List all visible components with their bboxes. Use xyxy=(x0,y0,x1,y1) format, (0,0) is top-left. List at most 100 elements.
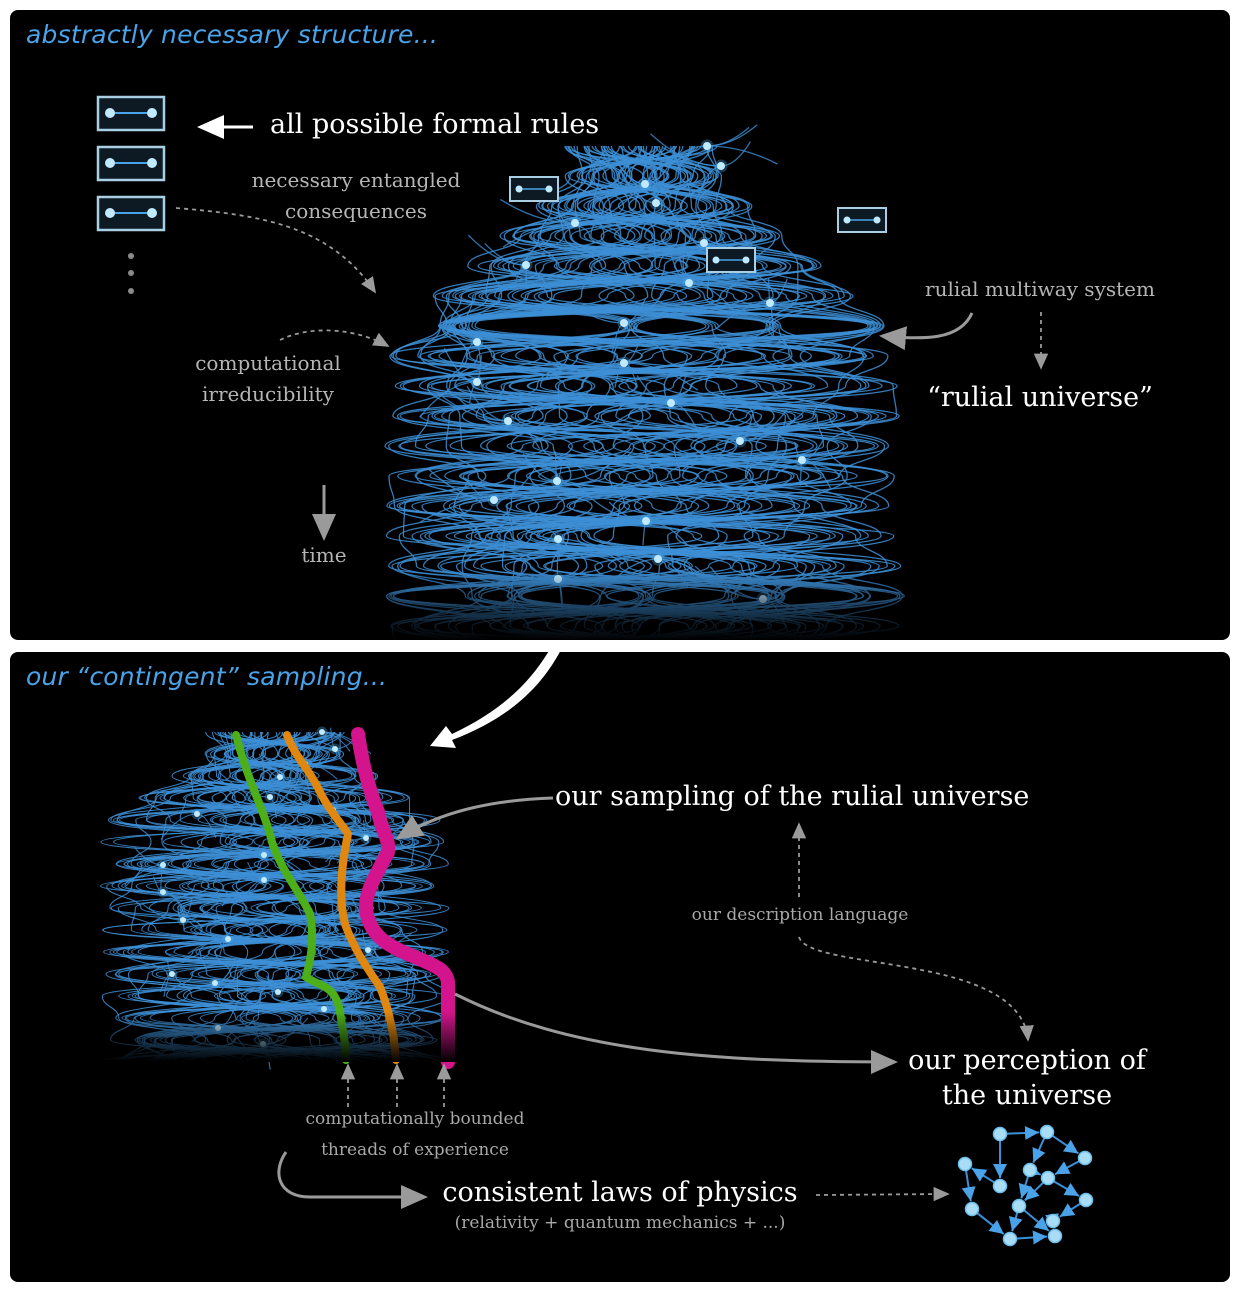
network-node xyxy=(473,338,481,346)
bottom-diagram-svg xyxy=(90,652,1094,1247)
irreducibility-arrow-icon xyxy=(279,329,390,347)
graph-node xyxy=(1078,1192,1094,1208)
graph-edge xyxy=(1054,1159,1081,1176)
graph-edge xyxy=(1015,1230,1048,1245)
graph-node xyxy=(1039,1124,1055,1140)
necessary-structure-panel: abstractly necessary structure... xyxy=(10,10,1230,640)
network-edge xyxy=(467,234,527,266)
network-strand xyxy=(179,731,411,1063)
rulial-universe-label: “rulial universe” xyxy=(927,382,1153,413)
laws-sub-label: (relativity + quantum mechanics + ...) xyxy=(454,1213,786,1233)
entangled-label-line2: consequences xyxy=(285,199,427,223)
graph-node xyxy=(1011,1198,1027,1214)
network-edge xyxy=(427,468,495,501)
ellipsis-dots-icon xyxy=(128,253,134,294)
network-node xyxy=(717,162,725,170)
bottom-panel-heading: our “contingent” sampling... xyxy=(26,662,388,691)
sampling-arrow-icon xyxy=(395,796,554,840)
network-edge xyxy=(436,391,509,422)
network-node xyxy=(553,477,561,485)
graph-edge xyxy=(1022,1209,1050,1232)
graph-edge xyxy=(961,1169,976,1202)
network-strand xyxy=(425,145,882,640)
network-node xyxy=(321,1006,327,1012)
time-label: time xyxy=(301,543,347,567)
graph-node xyxy=(964,1201,980,1217)
network-node xyxy=(504,417,512,425)
network-node xyxy=(798,456,806,464)
graph-edge xyxy=(1052,1180,1080,1197)
network-strand xyxy=(116,731,441,1063)
network-node xyxy=(212,980,218,986)
rule-icon xyxy=(96,145,166,182)
network-edge xyxy=(221,879,265,907)
graph-edge xyxy=(1024,1181,1045,1202)
graph-edge xyxy=(1032,1137,1046,1164)
network-node xyxy=(473,378,481,386)
graph-icon xyxy=(957,1124,1094,1247)
network-edge xyxy=(623,362,699,391)
graph-node xyxy=(1002,1231,1018,1247)
graph-edge xyxy=(1009,1211,1023,1232)
network-node xyxy=(685,279,693,287)
network-node xyxy=(180,917,186,923)
network-strand xyxy=(145,731,415,1063)
laws-arrow-icon xyxy=(277,1151,428,1209)
network-node xyxy=(703,142,711,150)
graph-node xyxy=(992,1126,1008,1142)
network-edge xyxy=(419,381,478,418)
description-language-label: our description language xyxy=(691,905,909,925)
network-edge xyxy=(141,903,184,921)
sampling-label: our sampling of the rulial universe xyxy=(555,781,1030,812)
entangled-arrow-icon xyxy=(175,207,377,294)
graph-edge xyxy=(976,1211,1005,1235)
network-edge xyxy=(717,302,771,328)
perception-arrow-icon xyxy=(454,992,898,1074)
network-edge xyxy=(160,813,198,840)
network-node xyxy=(277,774,283,780)
network-edge xyxy=(186,919,229,940)
network-node xyxy=(319,729,325,735)
network-edge xyxy=(214,982,257,1009)
irreducibility-label-line2: irreducibility xyxy=(202,382,334,406)
network-edge xyxy=(557,538,624,565)
contingent-sampling-panel: our “contingent” sampling... xyxy=(10,652,1230,1282)
network-node xyxy=(267,794,273,800)
description-down-arrow-icon xyxy=(798,936,1034,1042)
irreducibility-label-line1: computational xyxy=(195,351,341,375)
network-edge xyxy=(577,485,647,522)
rule-icon xyxy=(96,195,166,232)
graph-edge xyxy=(971,1167,996,1184)
network-node xyxy=(490,496,498,504)
network-node xyxy=(620,359,628,367)
multiway-arrow-icon xyxy=(879,312,974,351)
network-strand xyxy=(388,145,896,640)
network-edge xyxy=(574,187,640,224)
network-node xyxy=(652,199,660,207)
laws-to-graph-arrow-icon xyxy=(815,1186,950,1202)
entangled-label-line1: necessary entangled xyxy=(251,168,461,192)
perception-label-line1: our perception of xyxy=(908,1045,1146,1076)
network-edge xyxy=(608,402,672,428)
network-node xyxy=(332,746,338,752)
orange-thread xyxy=(283,731,400,1064)
network-node xyxy=(736,437,744,445)
network-node xyxy=(700,239,708,247)
network-node xyxy=(169,971,175,977)
rule-icon xyxy=(96,95,166,132)
network-node xyxy=(275,989,281,995)
graph-node xyxy=(1047,1228,1063,1244)
network-edge xyxy=(196,788,234,815)
graph-node xyxy=(1077,1150,1093,1166)
network-node xyxy=(522,261,530,269)
top-panel-heading: abstractly necessary structure... xyxy=(26,20,439,49)
graph-edge xyxy=(1018,1175,1033,1199)
graph-edge xyxy=(1005,1125,1040,1140)
network-edge xyxy=(182,898,222,921)
network-node xyxy=(641,180,649,188)
threads-label-line1: computationally bounded xyxy=(305,1109,525,1129)
network-node xyxy=(571,219,579,227)
network-strand xyxy=(149,731,419,1063)
threads-label-line2: threads of experience xyxy=(321,1140,509,1160)
rule-icon xyxy=(509,176,559,202)
